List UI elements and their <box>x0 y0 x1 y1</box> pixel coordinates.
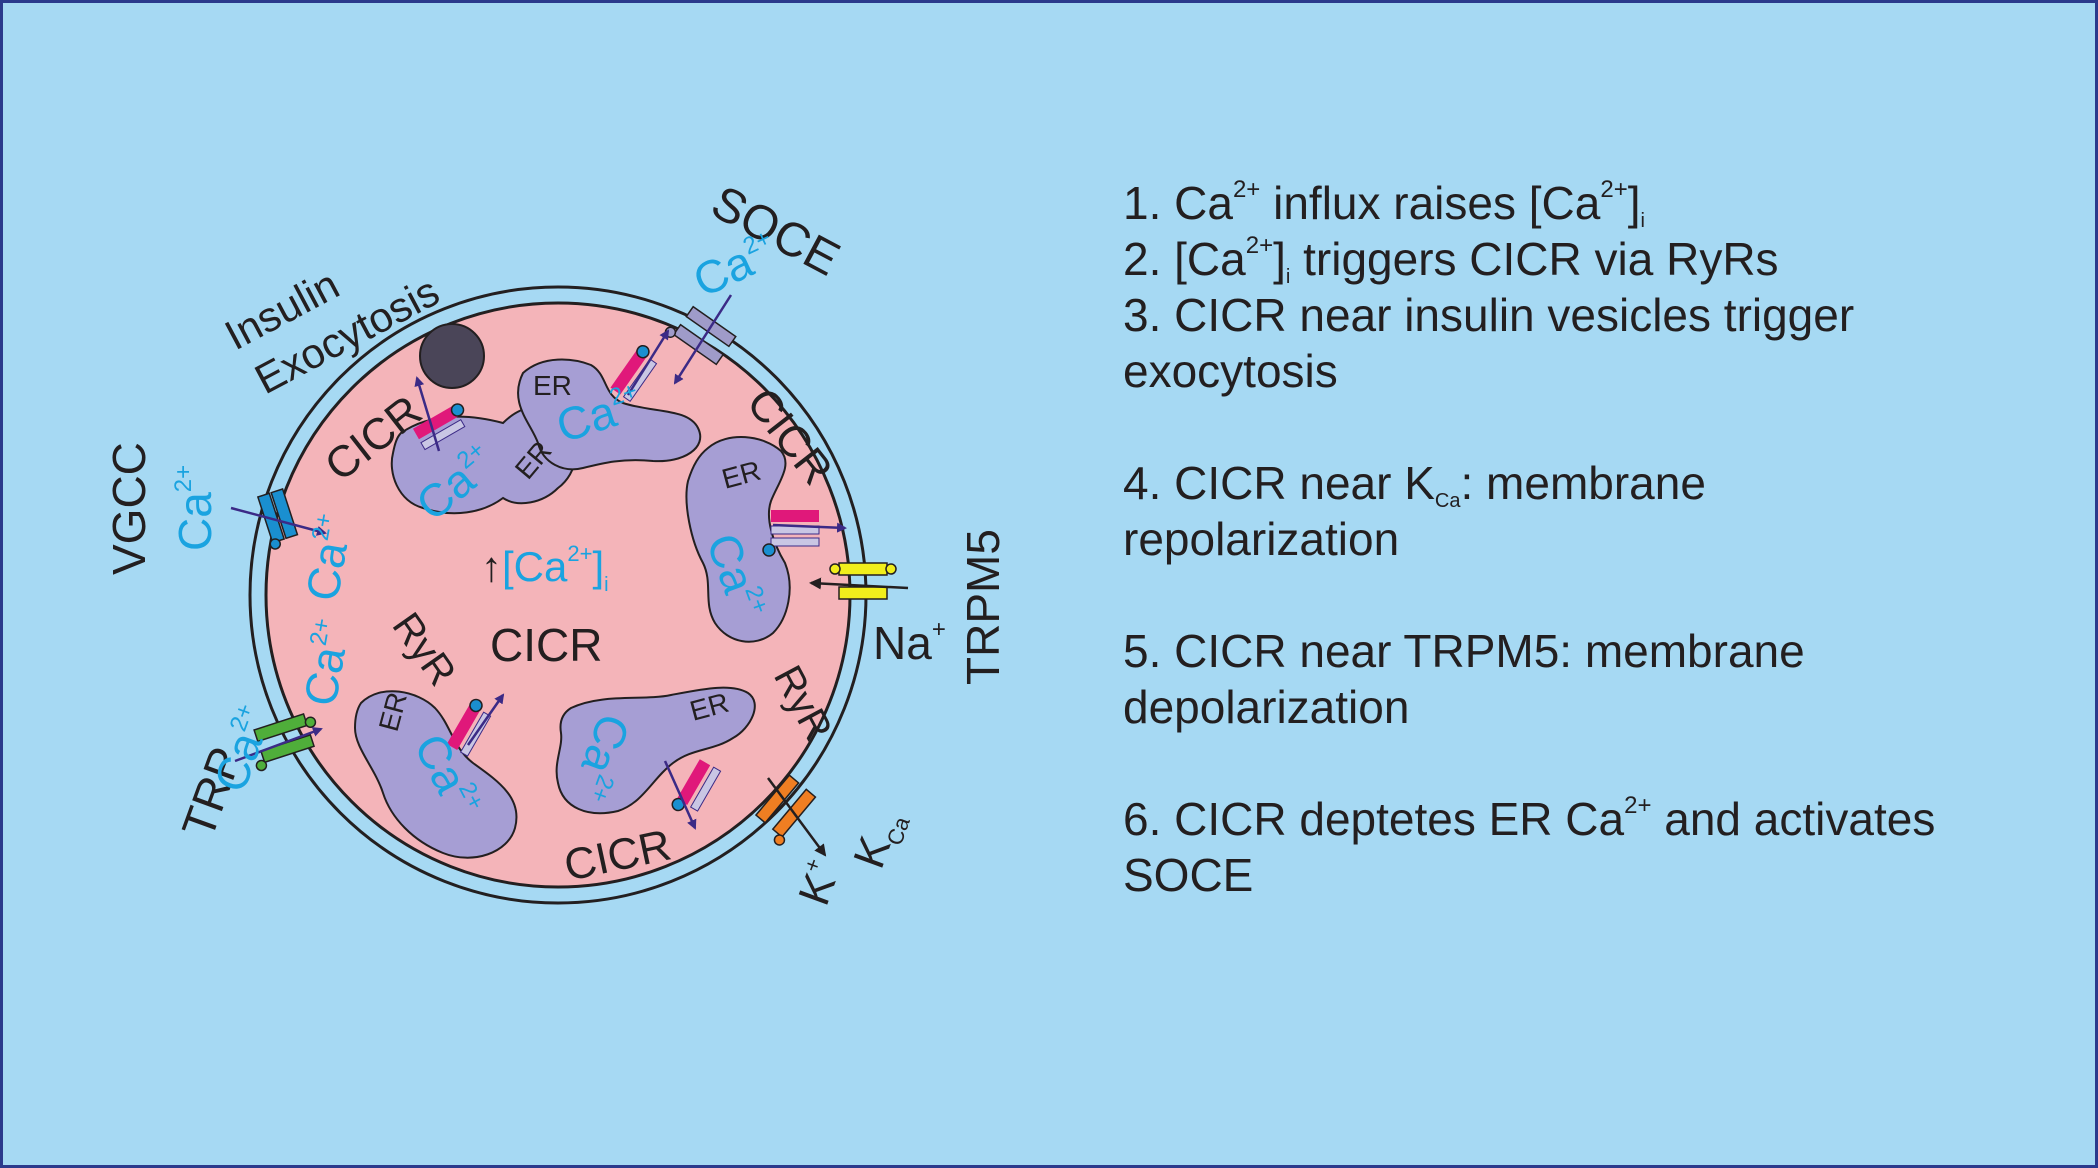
step-5-cont: depolarization <box>1123 681 1410 733</box>
er-top-center <box>517 358 702 471</box>
er-bottom-left <box>353 690 518 859</box>
vgcc-calcium-label: Ca2+ <box>169 465 221 551</box>
ryr-bottom-left-release-arrow <box>466 693 505 746</box>
trp-influx-arrow <box>234 727 323 763</box>
er-label-top-center: ER <box>533 370 572 401</box>
er-right <box>685 436 791 643</box>
insulin-vesicle <box>419 323 485 389</box>
step-3: 3. CICR near insulin vesicles trigger <box>1123 289 1855 341</box>
ryr-bottom-right-release-arrow <box>663 760 697 830</box>
trpm5-na-arrow <box>809 577 909 590</box>
step-2: 2. [Ca2+]i triggers CICR via RyRs <box>1123 232 1779 288</box>
cicr-label-center: CICR <box>490 619 602 671</box>
potassium-label: K+ <box>788 855 849 912</box>
step-list: 1. Ca2+ influx raises [Ca2+]i 2. [Ca2+]i… <box>1123 175 2083 903</box>
soce-influx-arrow <box>673 294 733 385</box>
step-4: 4. CICR near KCa: membrane <box>1123 457 1706 512</box>
trpm5-channel <box>829 562 897 600</box>
ryr-right-release-arrow <box>772 522 847 533</box>
step-3-cont: exocytosis <box>1123 345 1338 397</box>
vgcc-influx-arrow <box>230 506 327 536</box>
cytoplasm-calcium-vgcc: Ca2+ <box>296 511 362 605</box>
trp-calcium-label: Ca2+ <box>204 700 282 799</box>
trpm5-label: TRPM5 <box>957 529 1009 685</box>
cytoplasm-calcium-trp: Ca2+ <box>294 616 360 710</box>
cell-diagram: SOCE Insulin Exocytosis VGCC Ca2+ TRP Ca… <box>103 176 1009 912</box>
vgcc-label: VGCC <box>103 442 155 575</box>
trp-channel <box>253 712 317 772</box>
kca-efflux-arrow <box>766 777 827 857</box>
step-6: 6. CICR deptetes ER Ca2+ and activates <box>1123 792 1936 845</box>
sodium-label: Na+ <box>873 616 946 669</box>
kca-label: KCa <box>844 803 915 876</box>
step-4-cont: repolarization <box>1123 513 1400 565</box>
ryr-right <box>762 510 820 557</box>
step-1: 1. Ca2+ influx raises [Ca2+]i <box>1123 176 1645 232</box>
ryr-top-left-release-arrow <box>414 376 441 452</box>
er-bottom-right <box>555 686 756 815</box>
step-5: 5. CICR near TRPM5: membrane <box>1123 625 1805 677</box>
ryr-top-left <box>412 403 466 451</box>
step-6-cont: SOCE <box>1123 849 1254 901</box>
ryr-top-center-release-arrow <box>626 329 670 396</box>
cytosolic-calcium-rise-label: ↑[Ca2+]i <box>481 541 609 596</box>
